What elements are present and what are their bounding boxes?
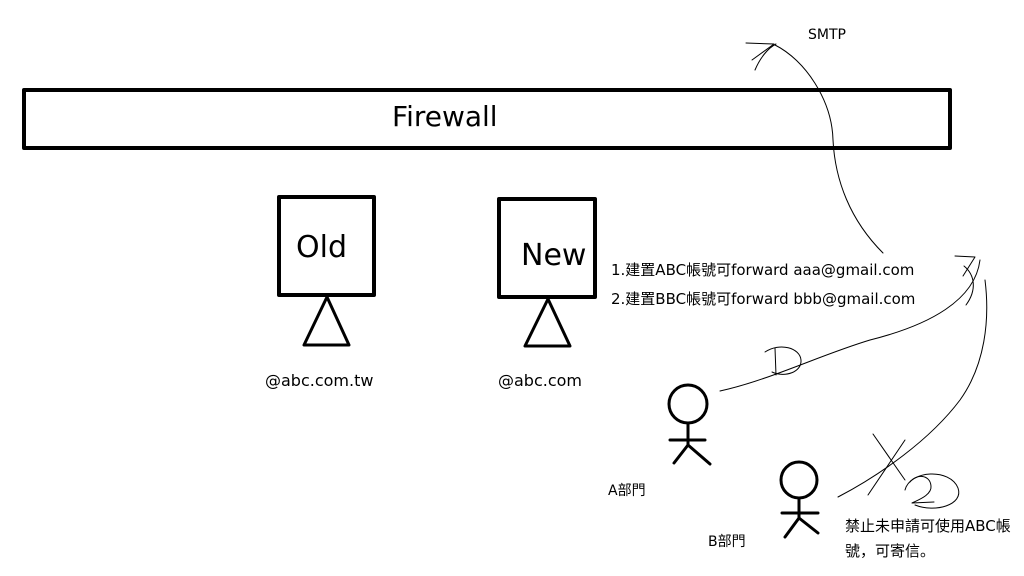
dept-b-route-line [837,279,988,498]
dept-b-label: B部門 [708,534,746,550]
smtp-route-line [774,44,884,254]
dept-a-person [667,383,712,466]
old-server-label: Old [296,230,347,265]
old-server-box [277,195,376,297]
firewall-box [22,88,952,150]
route-2-circle [904,473,960,509]
new-server-stand [523,297,572,348]
firewall-label: Firewall [392,100,498,133]
route-blocked-x-2 [867,439,906,496]
restriction-note: 禁止未申請可使用ABC帳號，可寄信。 [845,517,1011,560]
new-server-box [497,197,597,299]
old-domain-label: @abc.com.tw [265,371,374,390]
route-1-mark [774,347,777,376]
route-2-mark [909,476,935,504]
smtp-route-line-2 [754,43,777,71]
forward-note-2: 2.建置BBC帳號可forward bbb@gmail.com [611,290,916,308]
smtp-arrowhead [745,42,775,61]
dept-a-route-line [719,259,981,392]
smtp-label: SMTP [808,27,846,43]
forward-note-1: 1.建置ABC帳號可forward aaa@gmail.com [611,261,915,279]
route-1-circle [764,346,802,375]
dept-b-person [779,460,820,539]
new-server-label: New [521,238,587,273]
notes-bracket [963,265,974,306]
notes-arrowhead [954,255,976,277]
dept-a-label: A部門 [608,483,646,499]
new-domain-label: @abc.com [498,371,583,390]
route-blocked-x-1 [872,433,906,481]
old-server-stand [302,295,351,347]
